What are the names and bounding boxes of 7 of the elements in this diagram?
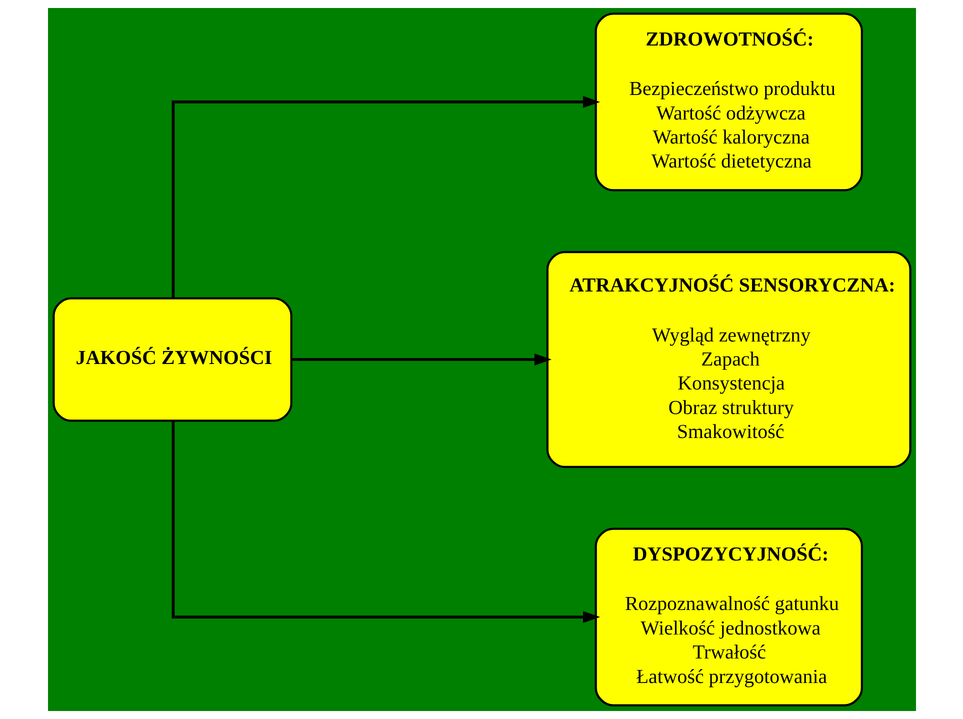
node-box: JAKOŚĆ ŻYWNOŚCI — [52, 297, 292, 422]
arrow — [171, 96, 600, 298]
arrow — [171, 421, 600, 624]
node-box: ZDROWOTNOŚĆ: Bezpieczeństwo produktu Wartość odżywcza Wartość kaloryczna Wartość dietetyczna — [594, 12, 862, 192]
node-box: ATRAKCYJNOŚĆ SENSORYCZNA: Wygląd zewnętrzny Zapach Konsystencja Obraz struktury Smakowitość — [546, 251, 911, 468]
arrow — [291, 354, 552, 366]
node-box: DYSPOZYCYJNOŚĆ: Rozpoznawalność gatunku Wielkość jednostkowa Trwałość Łatwość przygotowania — [594, 528, 862, 706]
